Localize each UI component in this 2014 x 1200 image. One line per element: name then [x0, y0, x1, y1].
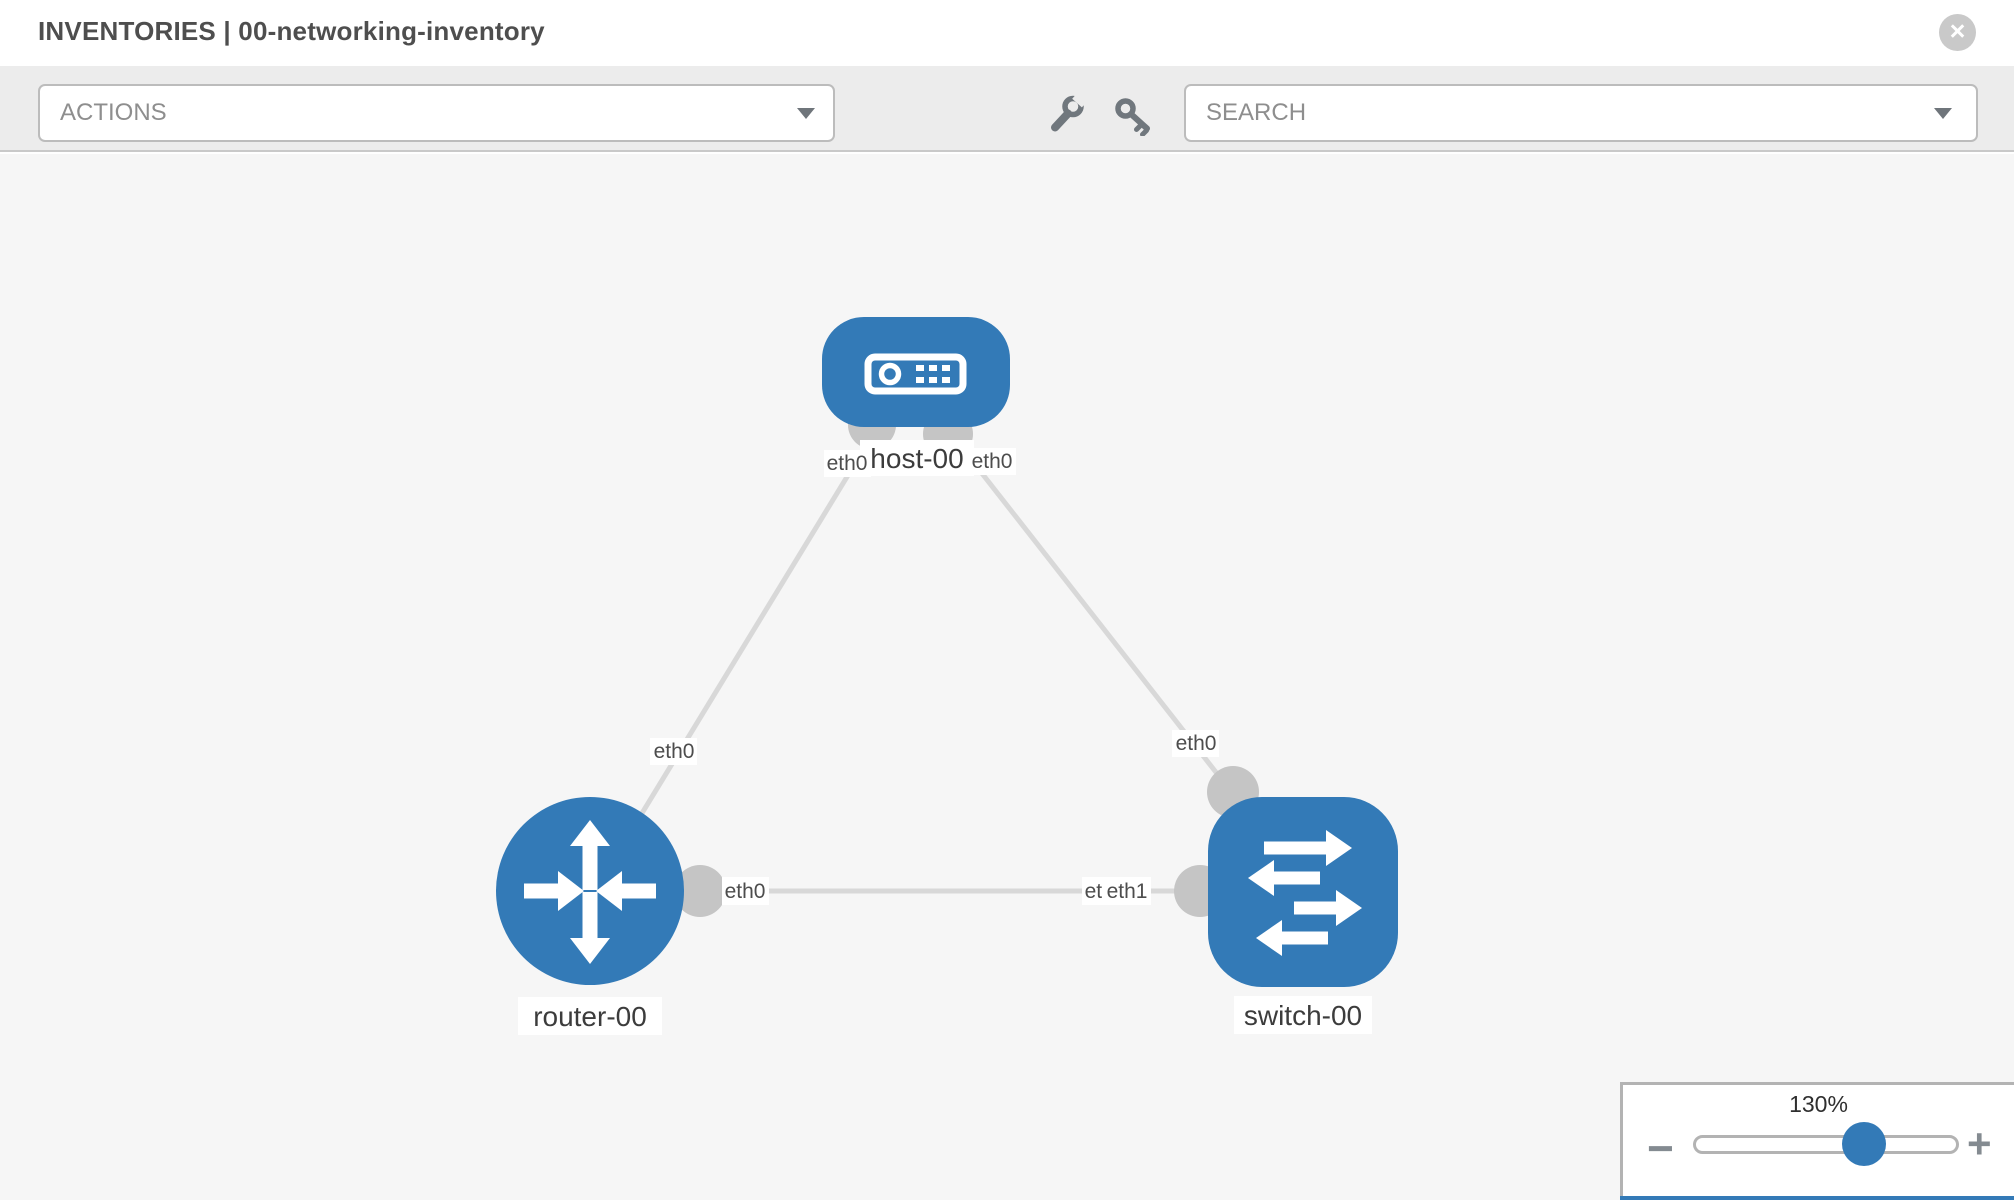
actions-dropdown[interactable]: ACTIONS [38, 84, 835, 142]
topology-canvas[interactable]: host-00 router-00 switch-00 eth0 eth0 [0, 154, 2014, 1200]
search-dropdown[interactable]: SEARCH [1184, 84, 1978, 142]
svg-text:host-00: host-00 [870, 443, 963, 474]
node-label-switch: switch-00 [1234, 996, 1372, 1034]
node-label-router: router-00 [518, 997, 662, 1035]
node-router-00[interactable] [496, 797, 684, 985]
zoom-panel: 130% − + [1620, 1082, 2014, 1200]
svg-text:router-00: router-00 [533, 1001, 647, 1032]
svg-text:eth0: eth0 [827, 452, 868, 475]
zoom-out-button[interactable]: − [1647, 1122, 1674, 1174]
header-bar: INVENTORIES | 00-networking-inventory × [0, 0, 2014, 66]
node-label-host: host-00 [860, 440, 974, 476]
interface-label: eth0 [824, 450, 871, 477]
switch-icon [1248, 830, 1362, 956]
svg-text:eth0: eth0 [654, 740, 695, 763]
zoom-in-button[interactable]: + [1967, 1120, 1992, 1167]
host-icon [864, 353, 967, 395]
toolbar: ACTIONS SEARCH [0, 66, 2014, 152]
close-icon: × [1949, 16, 1966, 46]
interface-dot[interactable] [674, 865, 726, 917]
link-host-router[interactable] [619, 424, 881, 848]
interface-label: eth1 [1102, 877, 1151, 905]
node-host-00[interactable] [822, 317, 1010, 427]
actions-dropdown-label: ACTIONS [60, 99, 167, 126]
interface-label: eth0 [1172, 730, 1219, 757]
zoom-slider-track[interactable] [1693, 1135, 1959, 1154]
svg-text:eth1: eth1 [1107, 880, 1148, 903]
svg-text:eth0: eth0 [725, 880, 766, 903]
interface-label: eth0 [722, 877, 769, 905]
chevron-down-icon [1934, 108, 1952, 119]
interface-label: eth0 [650, 738, 697, 765]
svg-text:switch-00: switch-00 [1244, 1000, 1362, 1031]
close-button[interactable]: × [1939, 14, 1976, 51]
svg-text:eth0: eth0 [972, 450, 1013, 473]
zoom-level: 130% [1789, 1091, 1848, 1117]
interface-label: eth0 [969, 448, 1016, 475]
zoom-slider-handle[interactable] [1842, 1122, 1886, 1166]
svg-text:eth0: eth0 [1176, 732, 1217, 755]
node-switch-00[interactable] [1208, 797, 1398, 987]
page-title: INVENTORIES | 00-networking-inventory [38, 16, 545, 46]
chevron-down-icon [797, 108, 815, 119]
wrench-icon[interactable] [1047, 94, 1087, 134]
key-icon[interactable] [1113, 96, 1153, 136]
search-dropdown-label: SEARCH [1206, 99, 1307, 126]
bottom-accent-bar [1620, 1196, 2014, 1200]
router-icon [524, 820, 656, 964]
